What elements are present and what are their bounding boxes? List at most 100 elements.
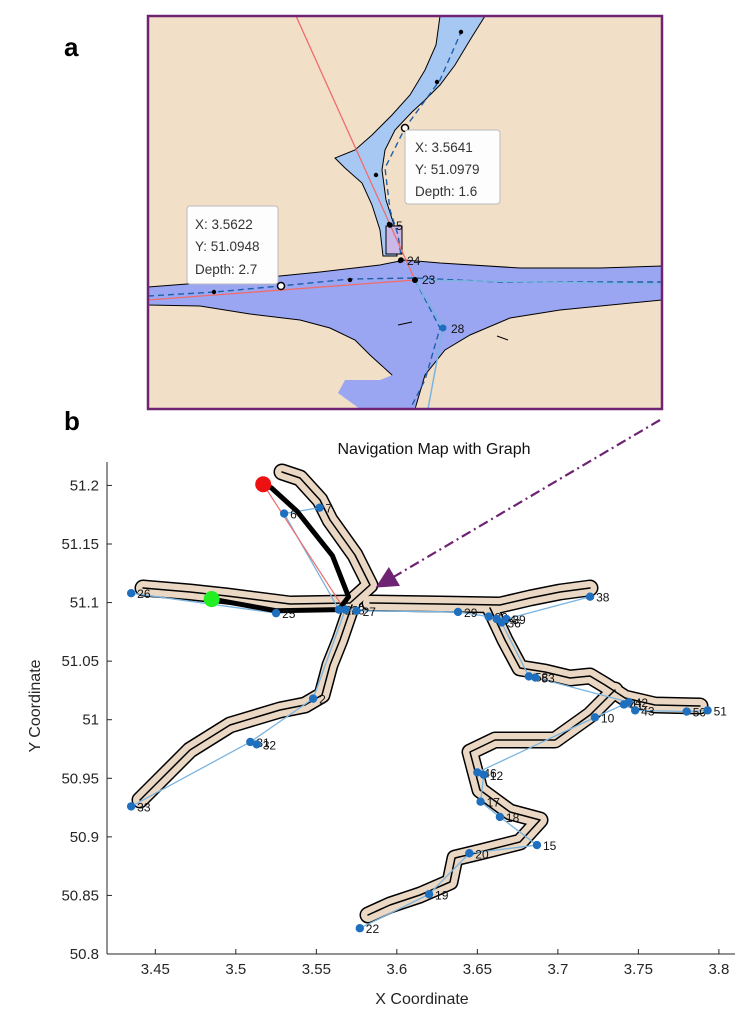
graph-edge	[249, 698, 314, 743]
inset-node-5	[387, 222, 393, 228]
graph-node	[524, 672, 534, 681]
graph-node-label: 25	[282, 607, 296, 621]
graph-edge	[635, 709, 687, 713]
graph-node-label: 50	[693, 706, 707, 720]
graph-node-label: 42	[635, 696, 649, 710]
graph-edge	[130, 741, 251, 807]
x-tick-label: 3.6	[386, 961, 407, 978]
graph-node-label: 27	[363, 605, 377, 619]
graph-node	[531, 673, 540, 682]
graph-node	[271, 608, 281, 618]
graph-node	[495, 812, 505, 822]
graph-edge	[535, 676, 629, 703]
graph-node	[126, 802, 136, 811]
graph-node	[315, 503, 324, 512]
panel-b-letter: b	[64, 406, 80, 436]
graph-node	[590, 713, 600, 722]
graph-node-label: 7	[326, 502, 333, 516]
tooltip-1-depth: Depth: 1.6	[415, 184, 477, 199]
graph-node	[703, 706, 712, 715]
graph-node	[246, 737, 255, 747]
graph-node-label: 6	[290, 508, 297, 522]
graph-node-label: 12	[490, 769, 504, 783]
graph-edge	[500, 622, 530, 677]
tooltip-2-x: X: 3.5622	[195, 217, 253, 232]
graph-node	[334, 605, 344, 614]
y-tick-label: 51.15	[61, 536, 99, 553]
x-tick-label: 3.8	[708, 961, 729, 978]
graph-node	[484, 612, 493, 621]
straight-line-path	[295, 16, 416, 281]
graph-node-label: 51	[714, 704, 728, 718]
graph-node	[252, 740, 261, 749]
route-path	[209, 481, 352, 614]
graph-node	[465, 849, 474, 858]
graph-edge	[312, 609, 346, 699]
graph-node	[476, 797, 485, 806]
x-tick-label: 3.75	[624, 961, 653, 978]
connector-arrow	[375, 419, 661, 588]
graph-node	[630, 706, 640, 715]
graph-node-label: 29	[464, 606, 478, 620]
tooltip-2: X: 3.5622 Y: 51.0948 Depth: 2.7	[186, 205, 279, 285]
y-tick-label: 50.85	[61, 887, 99, 904]
dashed-centerline-south	[409, 279, 441, 409]
start-marker	[203, 591, 220, 608]
graph-node	[619, 700, 629, 709]
inset-node-label-24: 24	[407, 254, 421, 268]
channel-fill	[133, 465, 707, 922]
graph-node	[341, 605, 350, 614]
graph-edge	[469, 844, 538, 854]
graph-node	[424, 890, 434, 899]
inset-node-label-23: 23	[422, 273, 436, 287]
graph-edge	[356, 610, 459, 613]
graph-node	[126, 589, 136, 598]
inset-node-label-5: 5	[396, 219, 403, 233]
tooltip-2-depth: Depth: 2.7	[195, 262, 257, 277]
graph-node-label: 38	[596, 591, 610, 605]
tooltip-1-x: X: 3.5641	[415, 140, 473, 155]
depth-point	[458, 29, 464, 35]
panel-a-letter: a	[64, 32, 79, 62]
graph-node-label: 18	[506, 811, 520, 825]
graph-node	[532, 840, 542, 850]
inset-node-28	[439, 324, 447, 332]
graph-edge	[284, 507, 320, 515]
graph-node-label: 32	[263, 738, 277, 752]
dashed-centerline-north	[384, 29, 463, 263]
inset-frame	[146, 14, 664, 411]
graph-node-label: 20	[475, 847, 489, 861]
straight-line-path	[262, 483, 345, 609]
inset-node-label-28: 28	[451, 322, 465, 336]
y-tick-label: 51.2	[70, 477, 99, 494]
graph-node-label: 2	[319, 693, 326, 707]
water-channel-north	[334, 16, 486, 257]
graph-node	[497, 618, 506, 627]
graph-edge-east	[414, 279, 662, 285]
graph-node-label: 26	[137, 587, 151, 601]
graph-node	[308, 694, 318, 703]
graph-edge	[477, 716, 596, 774]
inset-node-23	[412, 277, 418, 283]
graph-node-label: 53	[541, 672, 555, 686]
water-channel-horizontal	[148, 259, 662, 409]
graph-node-label: 36	[508, 616, 522, 630]
dashed-centerline-horizontal	[148, 277, 662, 297]
depth-point	[373, 172, 379, 178]
tick-mark	[496, 335, 509, 341]
graph-node-label: 43	[641, 704, 655, 718]
y-tick-label: 51.1	[70, 595, 99, 612]
graph-node-label: 22	[366, 922, 380, 936]
graph-node	[682, 707, 691, 716]
y-tick-label: 51.05	[61, 653, 99, 670]
graph-node-label: 10	[601, 711, 615, 725]
graph-edge	[131, 592, 277, 614]
graph-node	[473, 768, 482, 777]
depth-point	[434, 79, 440, 85]
inset-node-24	[398, 257, 404, 263]
end-marker	[255, 476, 272, 493]
tooltip-2-y: Y: 51.0948	[195, 239, 260, 254]
graph-edge	[499, 816, 538, 846]
graph-edge	[479, 774, 485, 802]
